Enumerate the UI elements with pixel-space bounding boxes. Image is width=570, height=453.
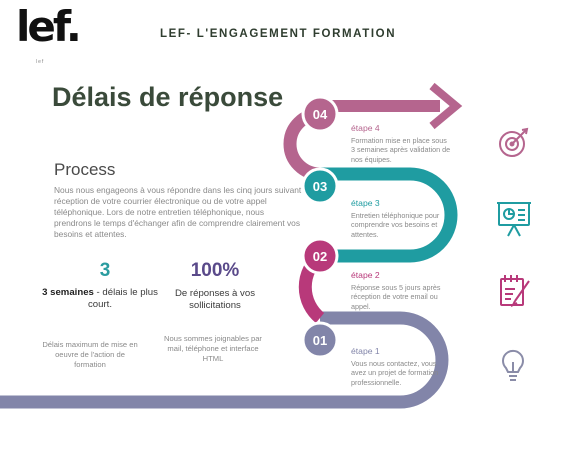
step-badge-02: 02 [301,237,339,275]
step-block-4: étape 4 Formation mise en place sous 3 s… [351,123,451,164]
step-desc-4: Formation mise en place sous 3 semaines … [351,136,451,164]
stat-label-percent: De réponses à vos sollicitations [175,288,255,311]
step-number-04: 04 [313,107,328,122]
process-intro: Nous nous engageons à vous répondre dans… [54,185,302,239]
step-title-3: étape 3 [351,198,380,208]
step-badge-03: 03 [301,167,339,205]
clipboard-icon [500,275,530,308]
page-title: Délais de réponse [52,82,284,112]
step-title-2: étape 2 [351,270,380,280]
header-title: LEF- L'ENGAGEMENT FORMATION [160,28,397,40]
lef-logo: lef. [16,2,82,51]
stat-note-percent: Nous sommes joignables par mail, télépho… [164,334,262,363]
process-heading: Process [54,160,116,179]
road-segment-03 [320,167,458,263]
step-block-2: étape 2 Réponse sous 5 jours après récep… [351,270,451,311]
step-title-4: étape 4 [351,123,380,133]
stat-value-percent: 100% [190,260,240,281]
stat-label-bold: 3 semaines [42,287,94,298]
lightbulb-icon [502,349,524,381]
stat-note-weeks: Délais maximum de mise en oeuvre de l'ac… [42,340,138,369]
step-badge-01: 01 [301,321,339,359]
step-block-1: étape 1 Vous nous contactez, vous avez u… [351,346,451,387]
step-block-3: étape 3 Entretien téléphonique pour comp… [351,198,451,239]
step-number-03: 03 [313,179,327,194]
road-arrow-head [429,82,463,130]
stat-label-weeks: 3 semaines - délais le plus court. [30,287,170,311]
step-number-01: 01 [313,333,327,348]
step-desc-3: Entretien téléphonique pour comprendre v… [351,211,440,239]
step-number-02: 02 [313,249,327,264]
target-icon [499,127,529,157]
step-desc-1: Vous nous contactez, vous avez un projet… [351,359,439,387]
step-title-1: étape 1 [351,346,380,356]
stat-value-weeks: 3 [99,260,111,281]
step-badge-04: 04 [301,95,339,133]
road-segment-01 [0,311,449,409]
stat-label-rest: - délais le plus court. [88,287,158,310]
logo-subtext: lef [36,59,45,65]
presentation-icon [497,202,531,237]
step-desc-2: Réponse sous 5 jours après réception de … [351,283,441,311]
